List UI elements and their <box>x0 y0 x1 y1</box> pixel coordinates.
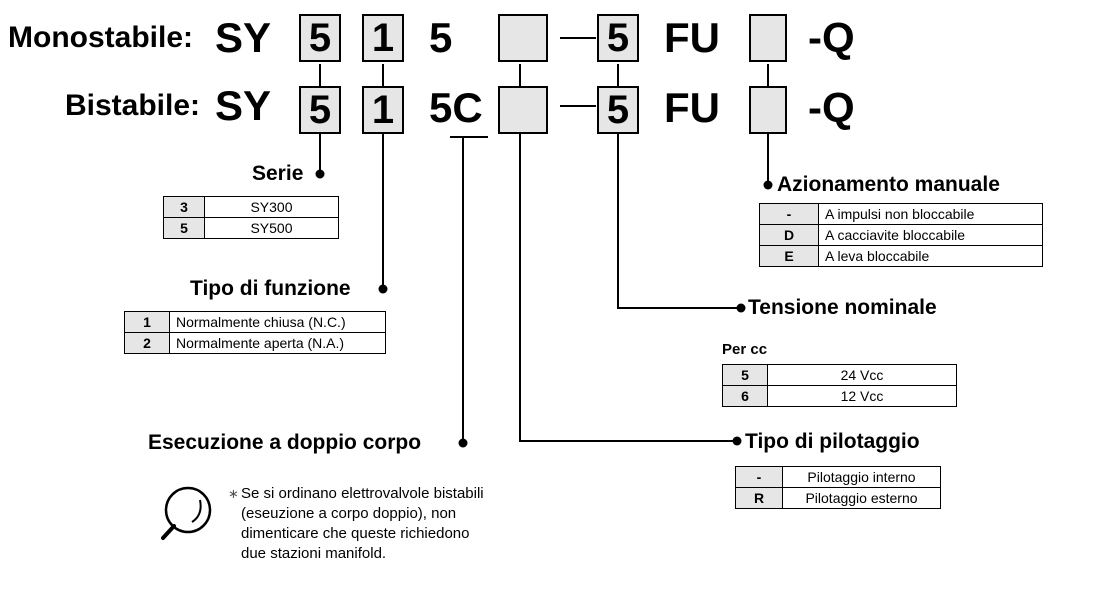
manuale-value: A leva bloccabile <box>818 245 1043 267</box>
table-row: R Pilotaggio esterno <box>735 487 941 509</box>
bi-fu: FU <box>664 84 720 131</box>
tensione-value: 12 Vcc <box>767 385 957 407</box>
table-row: 5 24 Vcc <box>722 364 957 386</box>
pilotaggio-key: - <box>735 466 783 488</box>
table-row: - Pilotaggio interno <box>735 466 941 488</box>
tensione-table: 5 24 Vcc 6 12 Vcc <box>722 364 957 407</box>
manuale-title: Azionamento manuale <box>777 173 1000 196</box>
bi-digit-serie: 5 <box>299 86 341 134</box>
tensione-subtitle: Per cc <box>722 341 768 358</box>
dot-doppio <box>458 438 468 448</box>
bi-suffix: -Q <box>808 84 855 131</box>
bi-digit-tension: 5 <box>597 86 639 134</box>
mono-label: Monostabile: <box>8 21 193 54</box>
table-row: 2 Normalmente aperta (N.A.) <box>124 332 386 354</box>
serie-key: 5 <box>163 217 205 239</box>
pilotaggio-title: Tipo di pilotaggio <box>745 430 920 453</box>
pilotaggio-key: R <box>735 487 783 509</box>
note-text: Se si ordinano elettrovalvole bistabili … <box>241 485 484 562</box>
bi-box-manual <box>749 86 787 134</box>
table-row: - A impulsi non bloccabile <box>759 203 1043 225</box>
mono-fu: FU <box>664 14 720 61</box>
table-row: 3 SY300 <box>163 196 339 218</box>
doppio-title: Esecuzione a doppio corpo <box>148 431 422 454</box>
tensione-title: Tensione nominale <box>748 296 937 319</box>
pilotaggio-value: Pilotaggio interno <box>782 466 941 488</box>
serie-title: Serie <box>252 162 304 185</box>
manuale-key: D <box>759 224 819 246</box>
pilotaggio-table: - Pilotaggio interno R Pilotaggio estern… <box>735 466 941 509</box>
funzione-key: 2 <box>124 332 170 354</box>
funzione-value: Normalmente chiusa (N.C.) <box>169 311 386 333</box>
serie-value: SY300 <box>204 196 339 218</box>
funzione-title: Tipo di funzione <box>190 277 351 300</box>
bi-digit-5c: 5C <box>429 84 483 131</box>
table-row: E A leva bloccabile <box>759 245 1043 267</box>
manuale-value: A cacciavite bloccabile <box>818 224 1043 246</box>
mono-prefix: SY <box>215 14 272 61</box>
serie-value: SY500 <box>204 217 339 239</box>
bi-prefix: SY <box>215 82 272 129</box>
table-row: D A cacciavite bloccabile <box>759 224 1043 246</box>
dot-manual <box>763 180 773 190</box>
table-row: 1 Normalmente chiusa (N.C.) <box>124 311 386 333</box>
mono-digit-5: 5 <box>429 14 453 61</box>
note-asterisk: ∗ <box>228 486 239 501</box>
funzione-table: 1 Normalmente chiusa (N.C.) 2 Normalment… <box>124 311 386 354</box>
dot-pilot <box>732 436 742 446</box>
tensione-value: 24 Vcc <box>767 364 957 386</box>
serie-key: 3 <box>163 196 205 218</box>
magnifier-icon <box>161 486 212 540</box>
bi-box-pilot <box>498 86 548 134</box>
pilotaggio-value: Pilotaggio esterno <box>782 487 941 509</box>
table-row: 6 12 Vcc <box>722 385 957 407</box>
dot-serie <box>315 169 325 179</box>
dot-tension <box>736 303 746 313</box>
manuale-key: E <box>759 245 819 267</box>
mono-digit-serie: 5 <box>299 14 341 62</box>
mono-suffix: -Q <box>808 14 855 61</box>
funzione-value: Normalmente aperta (N.A.) <box>169 332 386 354</box>
bi-digit-funzione: 1 <box>362 86 404 134</box>
bi-label: Bistabile: <box>65 89 201 122</box>
table-row: 5 SY500 <box>163 217 339 239</box>
wire-tension <box>617 134 738 309</box>
manuale-key: - <box>759 203 819 225</box>
serie-table: 3 SY300 5 SY500 <box>163 196 339 239</box>
mono-box-pilot <box>498 14 548 62</box>
mono-digit-tension: 5 <box>597 14 639 62</box>
tensione-key: 6 <box>722 385 768 407</box>
wire-pilot <box>519 134 735 442</box>
manuale-table: - A impulsi non bloccabile D A cacciavit… <box>759 203 1043 267</box>
mono-box-manual <box>749 14 787 62</box>
mono-digit-funzione: 1 <box>362 14 404 62</box>
funzione-key: 1 <box>124 311 170 333</box>
tensione-key: 5 <box>722 364 768 386</box>
dot-funzione <box>378 284 388 294</box>
manuale-value: A impulsi non bloccabile <box>818 203 1043 225</box>
